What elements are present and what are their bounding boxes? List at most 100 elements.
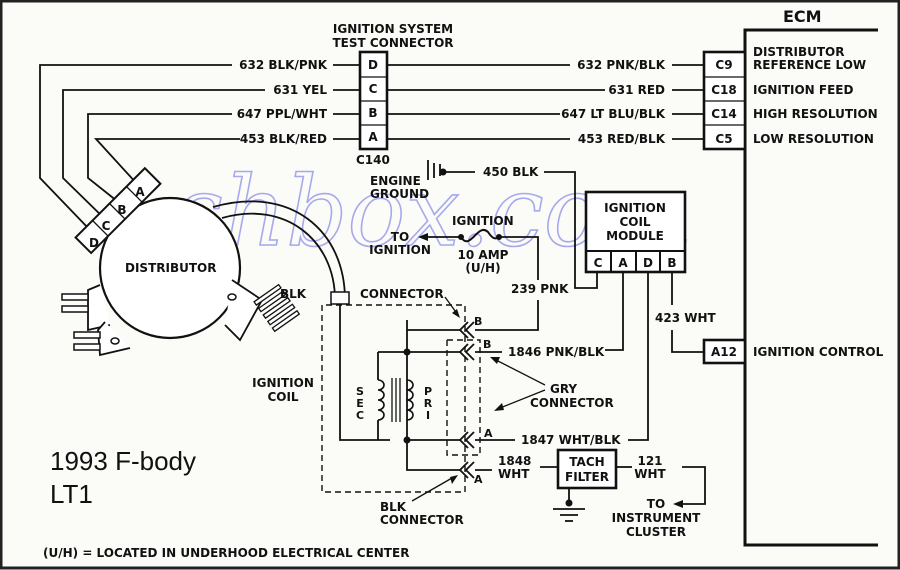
coil-connectors: B B A A 1846 PNK/BLK 1847 WHT/BLK 1848 W… [380, 315, 621, 527]
distributor: D C B A DISTRIBUTOR [61, 166, 350, 357]
dist-pin-c: C [102, 219, 111, 233]
left-wires: 632 BLK/PNK 631 YEL 647 PPL/WHT 453 BLK/… [39, 58, 360, 231]
wire-label-631-right: 631 RED [608, 83, 665, 97]
ecm-pin-c5: C5 [715, 132, 732, 146]
ecm-label-c14: HIGH RESOLUTION [753, 107, 878, 121]
ecm-outline [743, 28, 878, 547]
fuse-symbol [460, 228, 500, 243]
caption-line-1: 1993 F-body [50, 446, 196, 476]
module-pin-a: A [618, 256, 628, 270]
test-pin-d: D [368, 58, 378, 72]
ecm-title: ECM [783, 7, 822, 26]
test-connector-title-2: TEST CONNECTOR [332, 36, 453, 50]
pin-b-gry: B [483, 338, 491, 351]
ignition-coil-label-2: COIL [267, 390, 298, 404]
ecm-label-c9-1: DISTRIBUTOR [753, 45, 844, 59]
module-pin-c: C [594, 256, 603, 270]
fuse-location: (U/H) [465, 261, 500, 275]
blk-connector-top-2: CONNECTOR [360, 287, 444, 301]
to-cluster-arrow [673, 500, 683, 508]
pri-letter-i: I [426, 409, 430, 422]
ecm-label-c18: IGNITION FEED [753, 83, 853, 97]
test-connector-title-1: IGNITION SYSTEM [333, 22, 453, 36]
tach-filter: TACH FILTER 121 WHT TO INSTRUMENT CLUSTE… [553, 448, 706, 539]
sec-letter-s: S [356, 385, 364, 398]
to-ignition-label-2: IGNITION [369, 243, 431, 257]
tach-filter-body [556, 448, 618, 490]
coil-housing-dashed [321, 304, 466, 493]
tach-filter-label-1: TACH [569, 455, 604, 469]
blk-connector-bottom-2: CONNECTOR [380, 513, 464, 527]
wire-label-121-1: 121 [637, 454, 662, 468]
coil-module-body [584, 190, 687, 274]
ecm-label-c9-2: REFERENCE LOW [753, 58, 866, 72]
gry-connector-label-2: CONNECTOR [530, 396, 614, 410]
cluster-label-3: CLUSTER [626, 525, 686, 539]
ecm-pin-a12: A12 [711, 345, 737, 359]
wire-label-647-left: 647 PPL/WHT [237, 107, 328, 121]
ignition-coil-module: IGNITION COIL MODULE C A D B 423 WHT [584, 190, 717, 441]
blk-connector-bottom-1: BLK [380, 500, 407, 514]
module-pin-b: B [667, 256, 676, 270]
tach-filter-label-2: FILTER [565, 470, 609, 484]
wire-label-121-2: WHT [634, 467, 666, 481]
wire-label-1847: 1847 WHT/BLK [521, 433, 621, 447]
wire-label-632-left: 632 BLK/PNK [239, 58, 328, 72]
coil-module-label-3: MODULE [606, 229, 664, 243]
ecm-pin-c18: C18 [711, 83, 737, 97]
wire-label-647-right: 647 LT BLU/BLK [561, 107, 666, 121]
pin-b-top: B [474, 315, 482, 328]
to-ignition-label-1: TO [391, 230, 409, 244]
dist-pin-d: D [89, 236, 99, 250]
wire-label-450: 450 BLK [483, 165, 539, 179]
sec-letter-c: C [356, 409, 364, 422]
gry-connector-label-1: GRY [550, 382, 577, 396]
test-pin-b: B [368, 106, 377, 120]
to-ignition-arrow [418, 233, 428, 241]
wire-label-453-left: 453 BLK/RED [240, 132, 327, 146]
ecm-label-c5: LOW RESOLUTION [753, 132, 874, 146]
wire-label-631-left: 631 YEL [273, 83, 327, 97]
wire-label-239: 239 PNK [511, 282, 569, 296]
sec-letter-e: E [356, 397, 364, 410]
distributor-label: DISTRIBUTOR [125, 261, 216, 275]
dist-pin-a: A [135, 185, 145, 199]
cluster-label-2: INSTRUMENT [612, 511, 702, 525]
test-pin-a: A [368, 130, 378, 144]
fuse-title: IGNITION [452, 214, 514, 228]
right-wires: 632 PNK/BLK 631 RED 647 LT BLU/BLK 453 R… [387, 58, 704, 146]
engine-ground-label-1: ENGINE [370, 174, 421, 188]
ignition-coil-label-1: IGNITION [252, 376, 314, 390]
ignition-coil: IGNITION COIL BLK CONNECTOR S E C P R I [252, 287, 466, 493]
engine-ground: ENGINE GROUND 450 BLK [370, 160, 598, 289]
wire-label-632-right: 632 PNK/BLK [577, 58, 666, 72]
secondary-winding [377, 379, 385, 421]
ignition-fuse: IGNITION TO IGNITION 10 AMP (U/H) 239 PN… [369, 214, 569, 331]
dist-pin-b: B [117, 203, 126, 217]
coil-module-label-2: COIL [619, 215, 650, 229]
blk-connector-top-1: BLK [280, 287, 307, 301]
coil-cable-plug [330, 291, 350, 305]
ecm-pin-c14: C14 [711, 107, 737, 121]
pri-letter-p: P [424, 385, 432, 398]
test-pin-c: C [369, 82, 378, 96]
cluster-label-1: TO [647, 497, 665, 511]
wire-label-1846: 1846 PNK/BLK [508, 345, 605, 359]
gry-connector-dashed [446, 339, 481, 456]
wire-label-423: 423 WHT [655, 311, 717, 325]
ecm-pin-c9: C9 [715, 58, 732, 72]
pin-a-gry: A [484, 427, 493, 440]
wire-label-453-right: 453 RED/BLK [578, 132, 666, 146]
coil-module-label-1: IGNITION [604, 201, 666, 215]
caption-line-2: LT1 [50, 479, 93, 509]
pri-letter-r: R [424, 397, 433, 410]
test-connector: IGNITION SYSTEM TEST CONNECTOR D C B A C… [332, 22, 453, 167]
ecm: ECM C9 C18 C14 C5 DISTRIBUTOR REFERENCE … [702, 7, 884, 547]
wire-label-1848-2: WHT [498, 467, 530, 481]
fuse-rating: 10 AMP [458, 248, 509, 262]
distributor-body [98, 196, 242, 340]
primary-winding [406, 379, 414, 421]
module-pin-d: D [643, 256, 653, 270]
